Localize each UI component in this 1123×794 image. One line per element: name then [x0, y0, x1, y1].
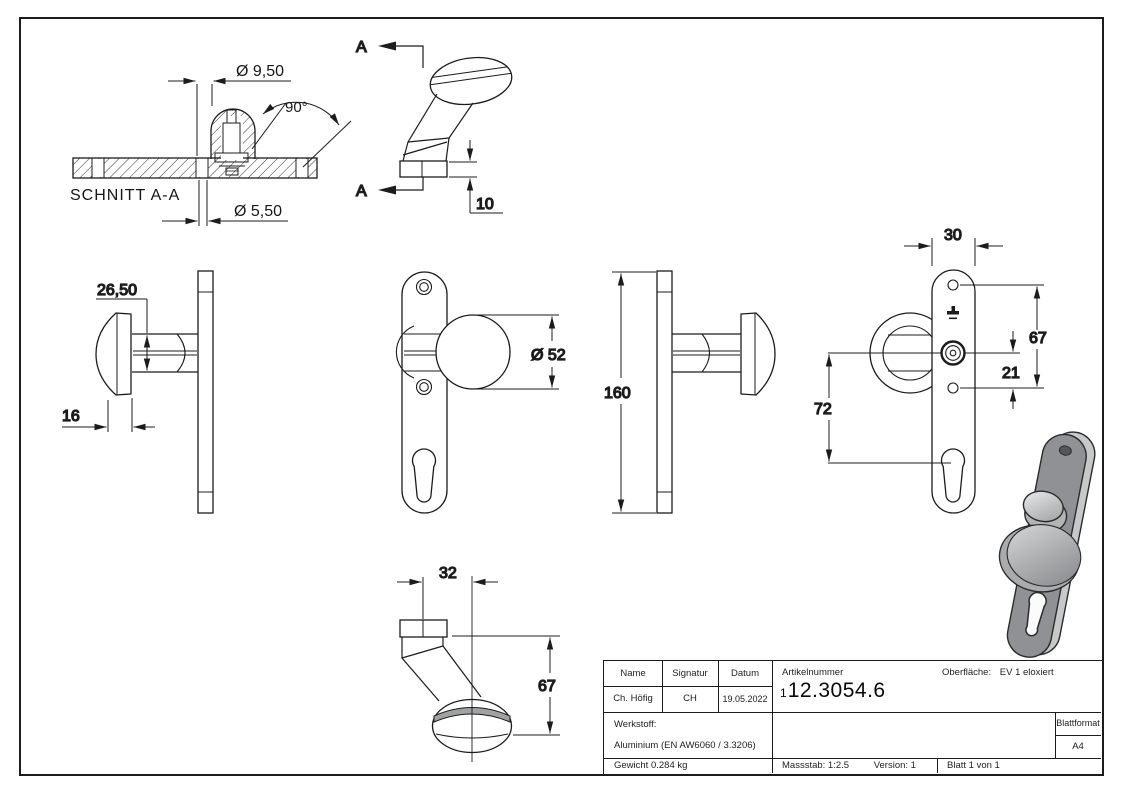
bottom-view: 32 67: [397, 564, 560, 762]
tb-name-label: Name: [620, 668, 646, 679]
keyhole-back: [940, 448, 966, 503]
mechanism-section: [214, 109, 249, 176]
dim-height-text: 67: [538, 678, 556, 695]
render-screw-hole: [1058, 445, 1072, 456]
stem-2: [672, 333, 741, 373]
tb-format-label: Blattformat: [1056, 718, 1100, 728]
dim-plate-width: [904, 238, 1003, 266]
section-label: SCHNITT A-A: [70, 187, 180, 204]
tb-date-value: 19.05.2022: [722, 694, 768, 704]
dim-height: [452, 635, 560, 736]
dim-center-to-hole-text: 21: [1002, 365, 1020, 382]
knob-neck: [402, 93, 474, 162]
dim-knob-depth: [62, 398, 155, 432]
dim-center-to-keyhole-text: 72: [814, 401, 832, 418]
screw-symbol-icon: [947, 306, 959, 320]
tb-article-prefix: 1: [780, 686, 787, 700]
tb-signature-label: Signatur: [672, 668, 708, 679]
section-marker-a-top: A: [356, 39, 367, 56]
tb-material-value: Aluminium (EN AW6060 / 3.3206): [614, 740, 756, 751]
tb-version: Version: 1: [873, 760, 916, 771]
plate-edge: [197, 270, 214, 514]
dim-top-dia-text: Ø 9,50: [236, 63, 284, 80]
render-rosette-front: [1022, 490, 1064, 523]
section-marker-a-bottom: A: [356, 183, 367, 200]
section-view-a-a: Ø 9,50 90° Ø 5,50 SCHNITT A-A: [70, 63, 352, 226]
screw-hole-top-back: [947, 279, 959, 291]
drawing-frame-border: [19, 17, 1104, 776]
dim-angle-text: 90°: [285, 99, 308, 116]
render-keyhole: [1025, 591, 1047, 637]
dim-angle: [251, 101, 352, 168]
side-view-left: 26,50 16: [61, 270, 214, 514]
stem: [132, 333, 198, 373]
tb-surface-value: EV 1 eloxiert: [999, 667, 1054, 678]
dim-knob-dia-text: Ø 52: [531, 347, 566, 364]
dim-top-dia: [168, 77, 291, 156]
stem-front: [395, 325, 445, 379]
dim-bottom-dia-text: Ø 5,50: [234, 203, 282, 220]
dim-hole-span: [960, 284, 1044, 389]
dim-base-height: [449, 140, 503, 214]
side-view-right: 160: [603, 270, 776, 514]
plate-back: [931, 269, 976, 514]
dim-plate-height-text: 160: [604, 385, 631, 402]
tb-article-label: Artikelnummer: [782, 667, 844, 678]
tb-weight: Gewicht 0.284 kg: [614, 760, 688, 771]
tb-material-label: Werkstoff:: [614, 719, 657, 730]
keyhole-front: [411, 448, 437, 503]
base-block: [399, 160, 448, 178]
neck-bottom: [401, 637, 482, 702]
title-block: Name Signatur Datum Ch. Höfig CH 19.05.2…: [603, 660, 1103, 775]
tb-format-value: A4: [1072, 741, 1084, 752]
render-knob-face: [1006, 524, 1082, 587]
front-view: Ø 52: [395, 271, 566, 514]
iso-render: [998, 431, 1096, 658]
tb-name-value: Ch. Höfig: [613, 693, 653, 704]
dim-plate-height: [612, 271, 656, 514]
section-arrow-top: [378, 41, 424, 68]
dim-rosette-dia: [96, 298, 151, 371]
tb-surface-label: Oberfläche:: [942, 667, 992, 678]
knob-head-tilted: [429, 56, 513, 106]
tb-article-number: 12.3054.6: [787, 679, 886, 702]
plate-edge-2: [656, 270, 673, 514]
screw-hole-bottom-back: [947, 382, 959, 394]
knob-side: [95, 312, 132, 396]
tb-signature-value: CH: [683, 693, 697, 704]
tb-date-label: Datum: [731, 668, 759, 679]
knob-front: [435, 314, 511, 390]
dim-bottom-dia: [162, 180, 288, 226]
screw-hole-top: [415, 278, 433, 296]
screw-hole-bottom: [415, 378, 433, 396]
dim-knob-dia: [475, 314, 559, 390]
section-arrow-bottom: [378, 177, 424, 195]
tb-scale: Massstab: 1:2.5: [782, 760, 850, 771]
plate-section: [72, 157, 318, 179]
tb-sheet: Blatt 1 von 1: [947, 760, 1000, 771]
cut-plane-view: A A 10: [355, 38, 513, 214]
dim-knob-depth-text: 16: [62, 408, 80, 425]
dim-plate-width-text: 30: [944, 227, 962, 244]
dim-base-width-text: 32: [439, 565, 457, 582]
dim-base-height-text: 10: [476, 196, 494, 213]
plate-front: [401, 271, 448, 514]
dim-rosette-dia-text2: 26,50: [97, 282, 137, 299]
spindle-hub: [940, 340, 966, 366]
dim-base-width: [397, 577, 498, 619]
knob-side-2: [740, 312, 776, 396]
dim-hole-span-text: 67: [1029, 330, 1047, 347]
back-view: 30 67 21 72: [813, 226, 1048, 514]
